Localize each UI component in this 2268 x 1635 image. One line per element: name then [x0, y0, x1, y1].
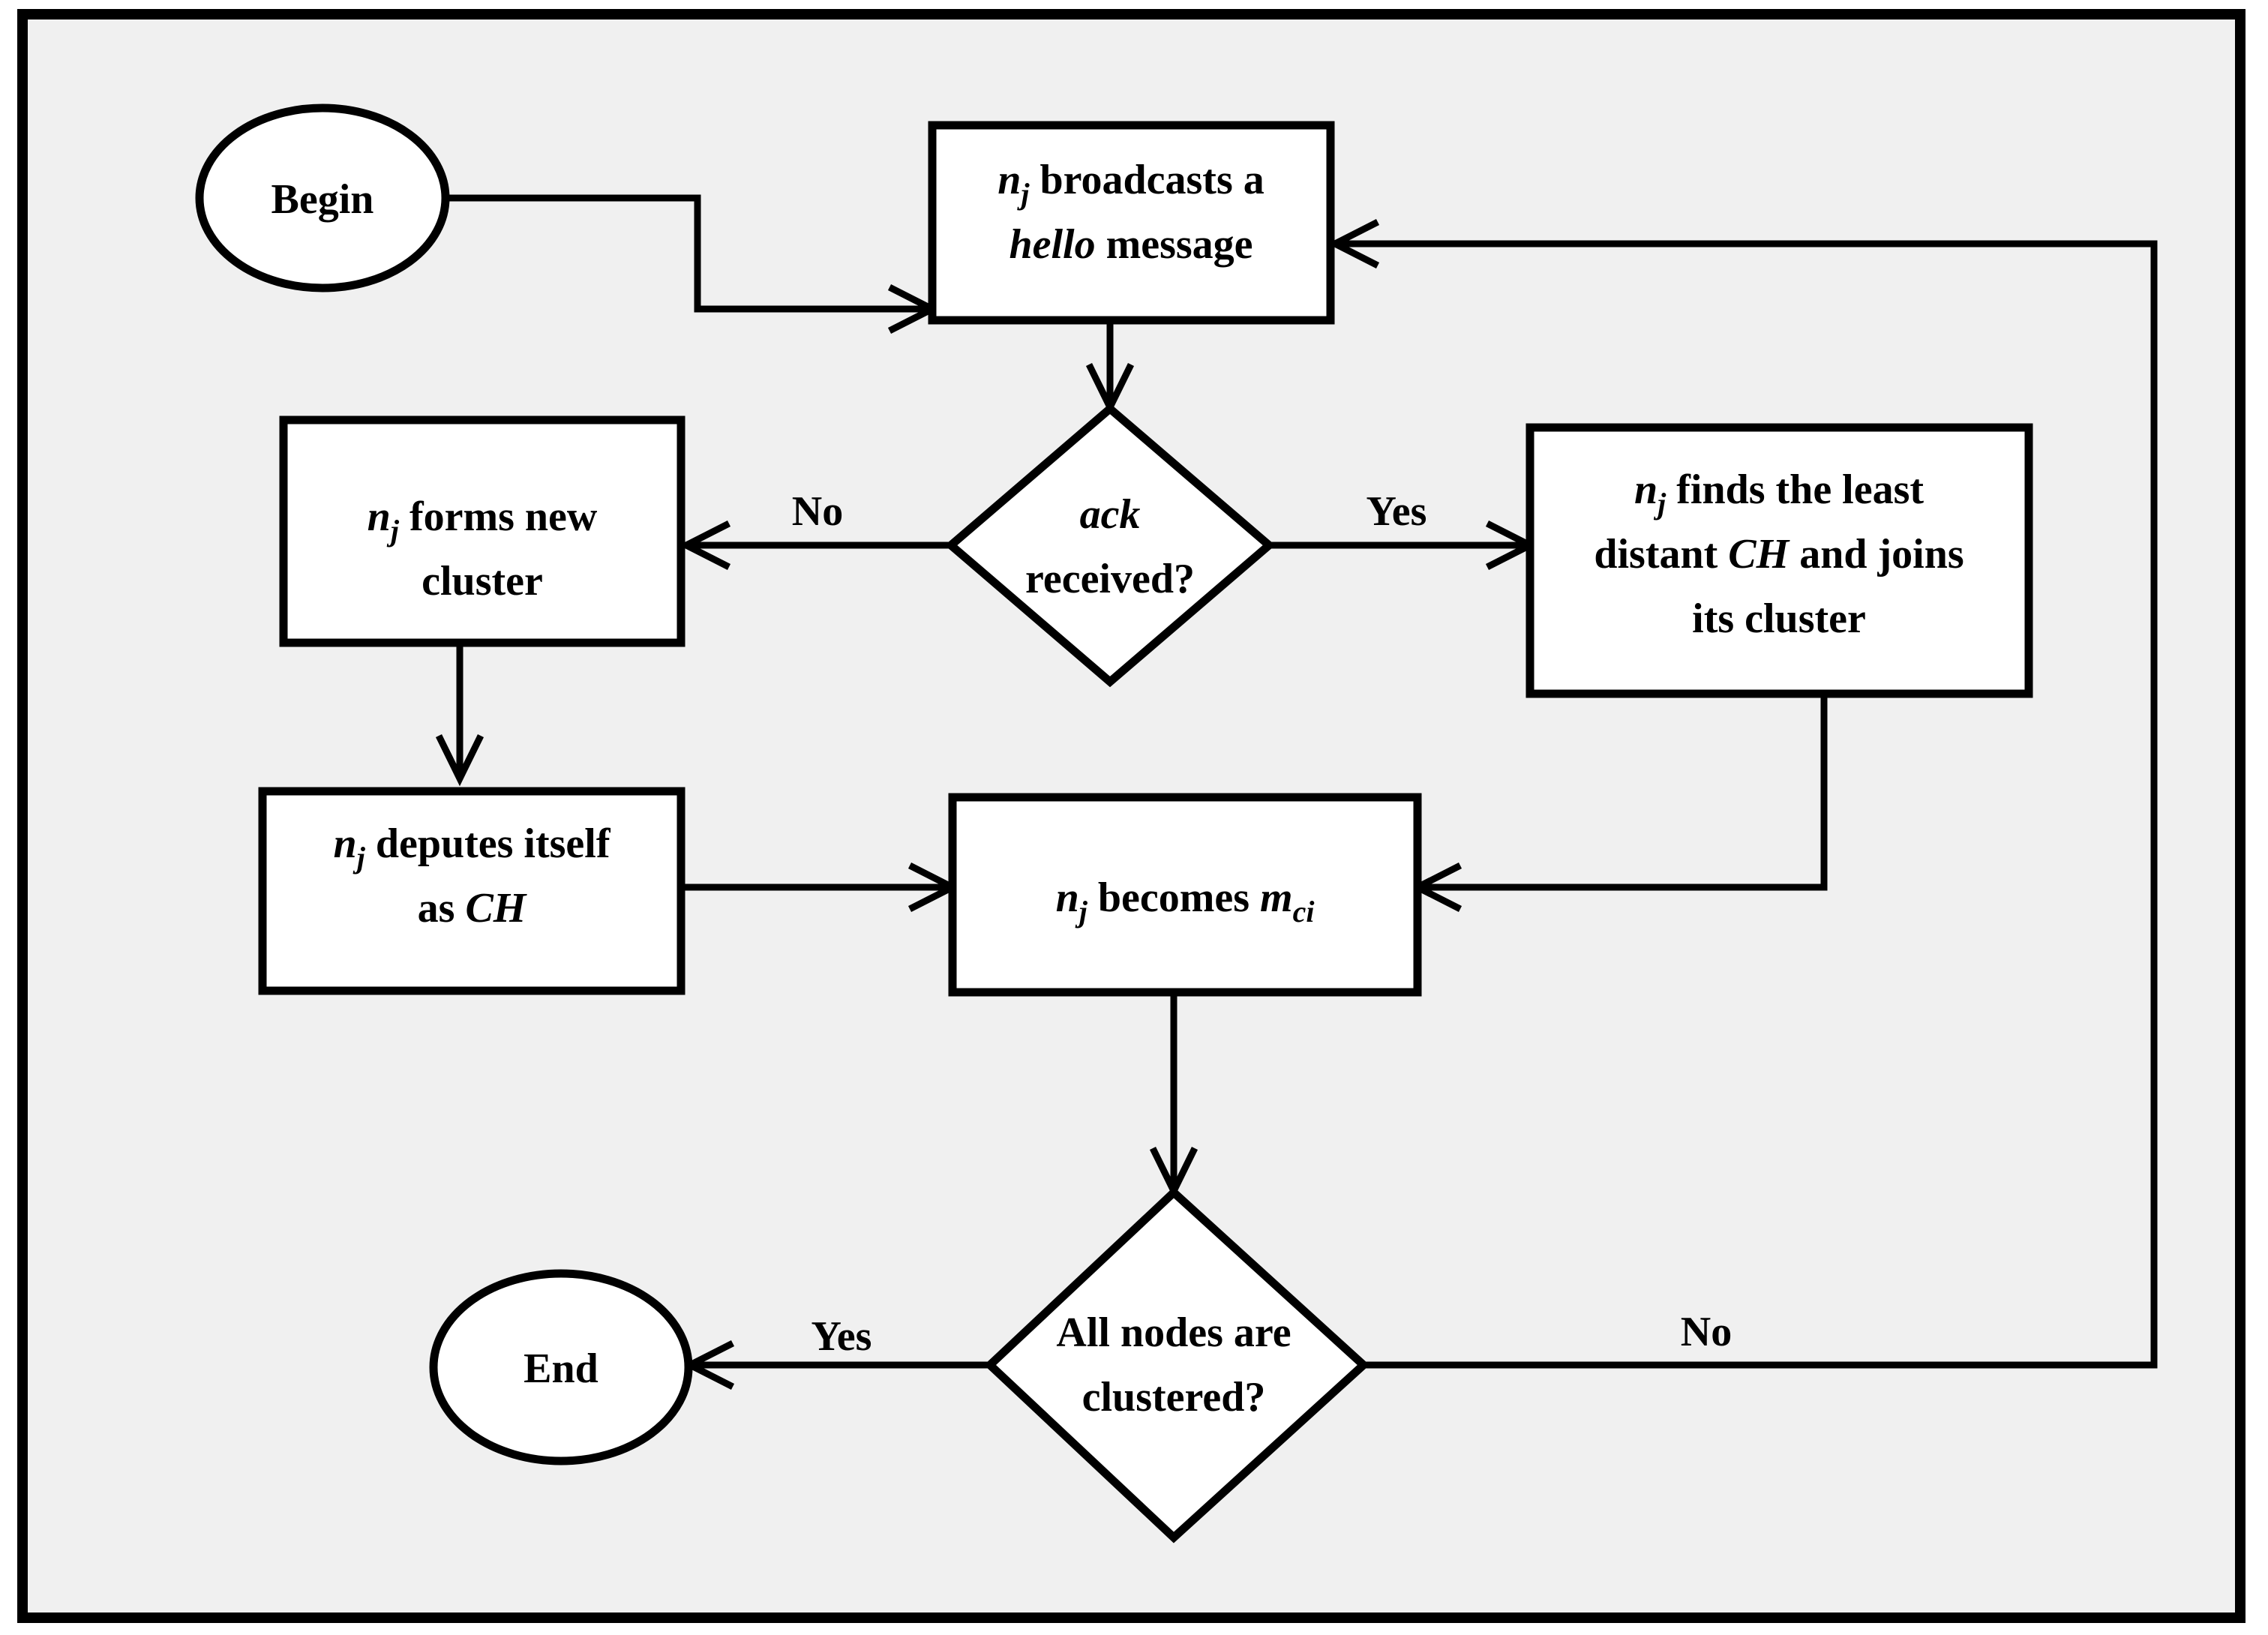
edge-label-ack-yes: Yes [1366, 488, 1427, 535]
depute-line1-text: deputes itself [365, 820, 611, 867]
node-ack-decision[interactable]: ack received? [944, 403, 1276, 688]
em-ack: ack [1080, 491, 1141, 538]
node-end-label: End [524, 1346, 598, 1392]
broadcast-line1-text: broadcasts a [1030, 157, 1264, 203]
node-begin-label: Begin [272, 176, 374, 223]
node-broadcast-line1: nj broadcasts a [998, 157, 1264, 211]
edge-formnew-to-depute [435, 643, 484, 787]
var-n-j: n [998, 157, 1021, 203]
node-allnodes-line2: clustered? [1082, 1374, 1266, 1420]
broadcast-line2-text: message [1096, 221, 1253, 268]
findch-line2-pre: distant [1594, 531, 1728, 578]
node-find-ch[interactable]: nj finds the least distant CH and joins … [1526, 423, 2033, 698]
node-findch-line3: its cluster [1692, 596, 1866, 642]
var-m-ci: m [1260, 874, 1293, 921]
node-ack-line1: ack [1080, 491, 1141, 538]
node-broadcast[interactable]: nj broadcasts a hello message [928, 121, 1335, 325]
node-end[interactable]: End [429, 1269, 693, 1466]
em-ch: CH [465, 885, 526, 932]
node-formnew-line2: cluster [422, 558, 543, 604]
node-ack-line2: received? [1025, 556, 1195, 602]
node-depute-ch[interactable]: nj deputes itself as CH [258, 787, 686, 995]
var-n-j: n [1634, 466, 1658, 513]
findch-line2-post: and joins [1789, 531, 1964, 578]
em-ch: CH [1728, 531, 1790, 578]
var-n-j: n [334, 820, 357, 867]
node-depute-line1: nj deputes itself [334, 820, 611, 874]
node-form-new-cluster[interactable]: nj forms new cluster [279, 416, 686, 647]
var-n-j: n [368, 494, 391, 540]
node-formnew-line1: nj forms new [368, 494, 598, 548]
node-findch-line2: distant CH and joins [1594, 531, 1964, 578]
node-findch-line1: nj finds the least [1634, 466, 1924, 520]
edge-label-ack-no: No [792, 488, 843, 535]
node-all-clustered-decision[interactable]: All nodes are clustered? [983, 1186, 1370, 1544]
findch-line1-text: finds the least [1666, 466, 1924, 513]
node-broadcast-line2: hello message [1009, 221, 1252, 268]
depute-line2-pre: as [418, 885, 466, 932]
var-n-j: n [1056, 874, 1079, 921]
sub-ci: ci [1293, 895, 1315, 928]
becomes-mid-text: becomes [1088, 874, 1260, 921]
node-becomes-line1: nj becomes mci [1056, 874, 1315, 928]
em-hello: hello [1009, 221, 1095, 268]
node-begin[interactable]: Begin [195, 104, 450, 292]
node-becomes-mci[interactable]: nj becomes mci [948, 793, 1422, 997]
edge-label-clustered-no: No [1681, 1309, 1732, 1355]
formnew-line1-text: forms new [399, 494, 598, 540]
edge-label-clustered-yes: Yes [812, 1313, 872, 1360]
edge-ack-to-formnew [679, 520, 951, 571]
node-depute-line2: as CH [418, 885, 527, 932]
node-allnodes-line1: All nodes are [1056, 1310, 1291, 1356]
edge-allnodes-to-broadcast [1328, 218, 2158, 1369]
